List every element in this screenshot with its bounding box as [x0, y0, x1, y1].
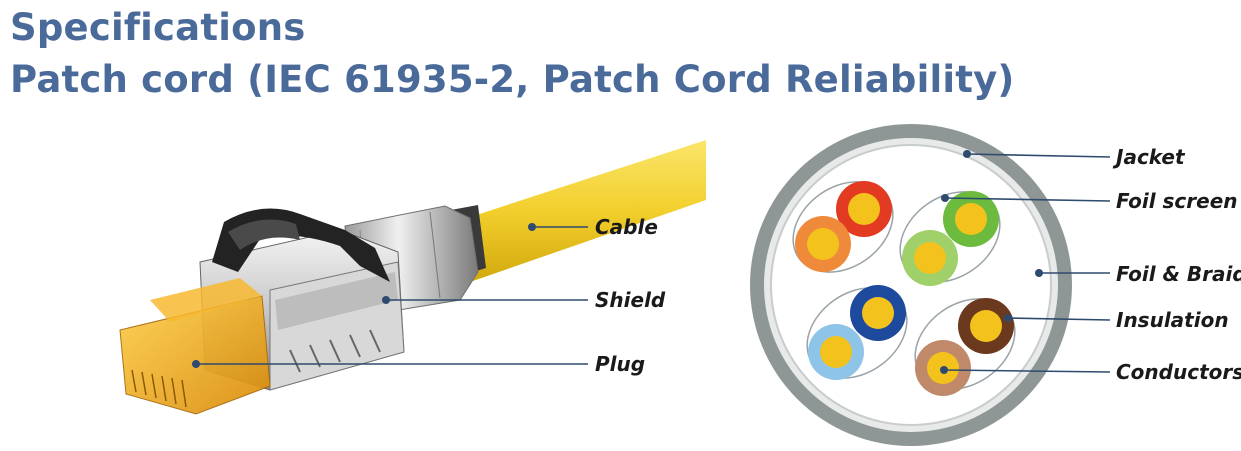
rj45-amber-plug: [119, 278, 271, 415]
plug-label: Plug: [595, 352, 646, 376]
insulation-label: Insulation: [1116, 308, 1229, 332]
pair-blue: [806, 285, 908, 380]
cable-cross-section: [750, 124, 1072, 446]
foil-screen-leader: [941, 194, 1111, 202]
page-subtitle: Patch cord (IEC 61935-2, Patch Cord Reli…: [10, 58, 1015, 101]
conductors-leader: [940, 366, 1111, 374]
conductors-label: Conductors: [1116, 360, 1241, 384]
latch-lever: [212, 208, 390, 282]
foil-braid-leader: [1035, 269, 1110, 277]
insulation-leader: [1004, 314, 1111, 322]
plug-leader: [192, 360, 588, 368]
jacket-label: Jacket: [1116, 145, 1185, 169]
shield-leader: [382, 296, 588, 304]
cable-label: Cable: [595, 215, 658, 239]
jacket-leader: [963, 150, 1111, 158]
pair-red-orange: [792, 181, 894, 273]
foil-braid-label: Foil & Braid: [1116, 262, 1241, 286]
cable-leader: [528, 223, 588, 231]
yellow-cable: [440, 140, 706, 282]
shield-label: Shield: [595, 288, 666, 312]
foil-screen-label: Foil screen: [1116, 189, 1238, 213]
page-title: Specifications: [10, 6, 306, 49]
pair-green: [899, 191, 1001, 286]
patch-cord-plug-illustration: [119, 140, 706, 415]
